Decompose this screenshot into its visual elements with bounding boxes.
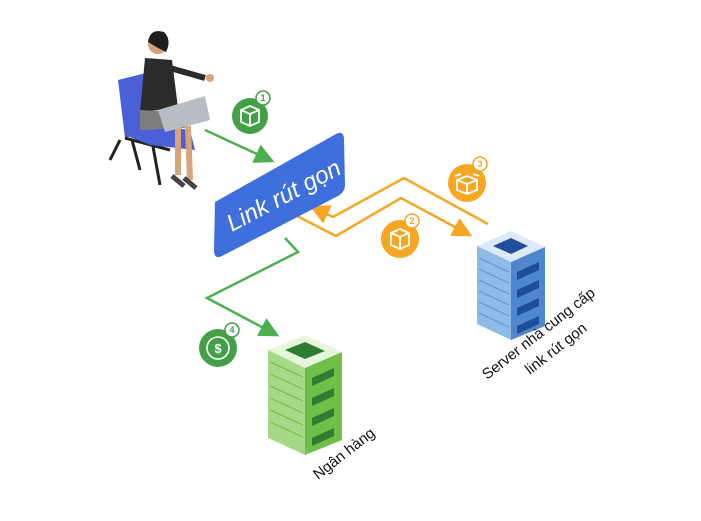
step-4-badge: $ 4 <box>199 322 240 367</box>
svg-text:4: 4 <box>229 325 234 335</box>
step-2-badge: 2 <box>381 213 420 258</box>
open-package-icon <box>454 173 480 195</box>
central-link-box: Link rút gọn <box>214 132 346 258</box>
step-1-badge: 1 <box>232 90 271 134</box>
package-icon <box>240 105 260 127</box>
svg-text:$: $ <box>214 341 222 356</box>
flow-arrow-4 <box>204 237 301 337</box>
provider-server-icon <box>477 231 545 340</box>
package-icon <box>390 228 410 250</box>
svg-text:3: 3 <box>477 159 482 169</box>
flow-arrow-return <box>309 176 489 226</box>
bank-server-icon <box>268 335 342 455</box>
step-3-badge: 3 <box>448 156 488 202</box>
flow-arrow-1 <box>204 128 275 163</box>
flow-arrow-2 <box>294 196 473 238</box>
dollar-exchange-icon <box>206 336 230 360</box>
svg-text:1: 1 <box>260 93 265 103</box>
svg-text:2: 2 <box>409 216 414 226</box>
user-with-laptop-icon <box>108 31 214 190</box>
